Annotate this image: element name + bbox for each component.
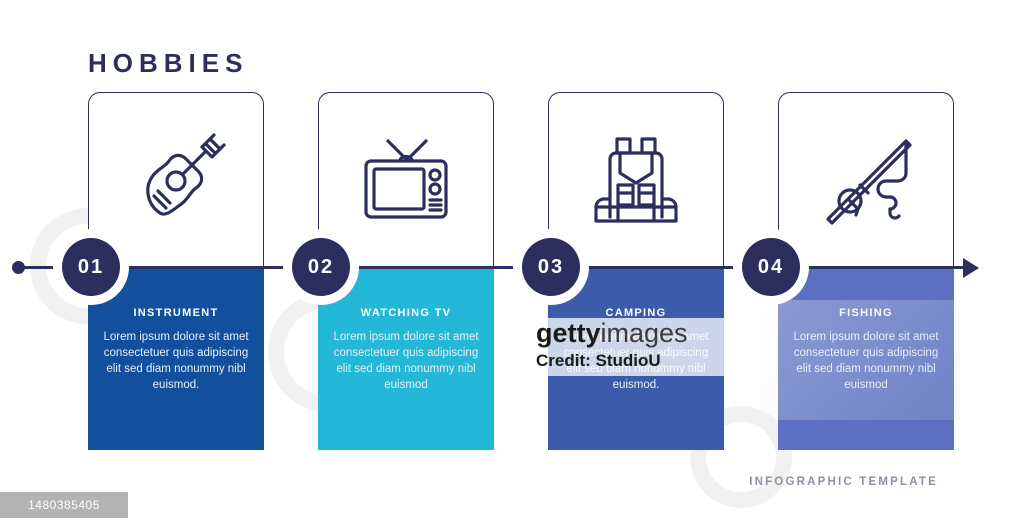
watermark-brand-bold: getty [536,318,601,348]
step-number-4[interactable]: 04 [742,238,800,296]
watermark-brand: gettyimages [536,318,688,348]
step-caption-4: FISHING [839,307,893,319]
step-body-2: Lorem ipsum dolore sit amet consectetuer… [333,331,479,391]
backpack-icon [584,129,688,233]
icon-box-3 [548,92,724,268]
panel-2: WATCHING TV Lorem ipsum dolore sit amet … [318,268,494,450]
guitar-icon [124,129,228,233]
step-body-4: Lorem ipsum dolore sit amet consectetuer… [793,331,939,391]
page-title: HOBBIES [88,48,249,78]
panel-4: FISHING Lorem ipsum dolore sit amet cons… [778,268,954,450]
watermark-text: gettyimages Credit: StudioU [536,318,688,372]
step-caption-3: CAMPING [605,307,667,319]
icon-box-4 [778,92,954,268]
television-icon [354,129,458,233]
watermark-credit: Credit: StudioU [536,351,661,370]
step-number-2[interactable]: 02 [292,238,350,296]
step-number-1[interactable]: 01 [62,238,120,296]
watermark-brand-light: images [600,318,688,348]
footer-label: INFOGRAPHIC TEMPLATE [749,476,938,488]
step-number-3[interactable]: 03 [522,238,580,296]
step-body-1: Lorem ipsum dolore sit amet consectetuer… [103,331,249,391]
timeline-start-dot [12,261,25,274]
panel-1: INSTRUMENT Lorem ipsum dolore sit amet c… [88,268,264,450]
icon-box-1 [88,92,264,268]
watermark-band [528,318,760,376]
timeline-end-arrow [963,258,979,278]
icon-box-2 [318,92,494,268]
watermark-asset-id: 1480385405 [0,492,128,518]
timeline-axis [14,266,974,269]
step-caption-2: WATCHING TV [360,307,452,319]
step-caption-1: INSTRUMENT [133,307,219,319]
fishing-rod-icon [814,129,918,233]
